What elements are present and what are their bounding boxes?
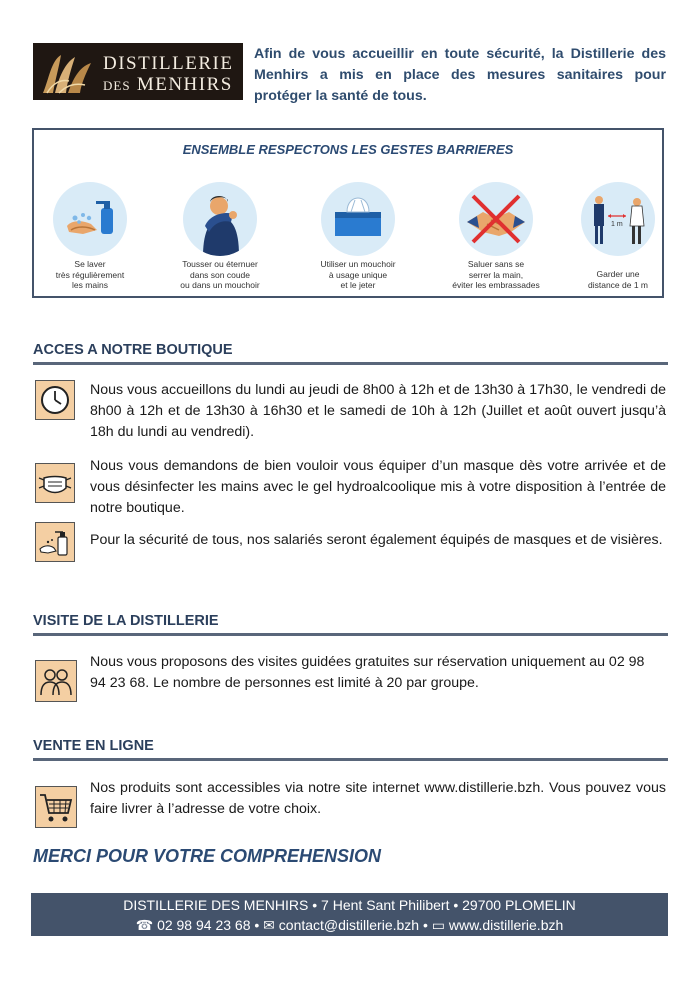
gesture-caption: Tousser ou éternuer dans son coude ou da… <box>160 259 280 291</box>
gesture-tissue: Utiliser un mouchoir à usage unique et l… <box>298 182 418 291</box>
mask-icon <box>35 463 75 503</box>
section-rule <box>33 758 668 761</box>
caption-line: Se laver <box>74 259 106 269</box>
footer-website[interactable]: www.distillerie.bzh <box>448 917 564 933</box>
distance-label: 1 m <box>611 221 623 228</box>
phone-icon: ☎ <box>135 917 154 933</box>
footer-contact-line: ☎ 02 98 94 23 68 • ✉ contact@distillerie… <box>31 915 668 935</box>
gesture-caption: Utiliser un mouchoir à usage unique et l… <box>298 259 418 291</box>
footer-contact-bar: DISTILLERIE DES MENHIRS • 7 Hent Sant Ph… <box>31 893 668 936</box>
menhirs-logo-icon <box>43 55 91 94</box>
section-title-vente: VENTE EN LIGNE <box>33 738 154 754</box>
gesture-caption: Garder une distance de 1 m <box>558 269 678 290</box>
computer-icon: ▭ <box>431 917 445 933</box>
boutique-mask-text: Nous vous demandons de bien vouloir vous… <box>90 458 666 516</box>
logo-text-main: MENHIRS <box>136 74 233 95</box>
distance-icon: 1 m <box>581 182 655 256</box>
caption-line: éviter les embrassades <box>452 280 540 290</box>
shopping-cart-icon <box>35 786 77 828</box>
footer-address: DISTILLERIE DES MENHIRS • 7 Hent Sant Ph… <box>123 897 576 913</box>
hand-wash-icon <box>53 182 127 256</box>
intro-text: Afin de vous accueillir en toute sécurit… <box>254 46 666 104</box>
mail-icon: ✉ <box>263 917 275 933</box>
section-title-visite: VISITE DE LA DISTILLERIE <box>33 613 219 629</box>
footer-separator: • <box>250 917 264 933</box>
section-title-boutique: ACCES A NOTRE BOUTIQUE <box>33 342 233 358</box>
distillerie-logo: DISTILLERIE DES MENHIRS <box>33 43 243 100</box>
logo-text-line2: DES MENHIRS <box>103 74 233 96</box>
caption-line: distance de 1 m <box>587 279 648 290</box>
vente-text: Nos produits sont accessibles via notre … <box>90 780 666 817</box>
logo-text-prefix: DES <box>103 78 131 93</box>
caption-line: dans son coude <box>189 269 251 280</box>
thanks-message: MERCI POUR VOTRE COMPREHENSION <box>33 846 382 866</box>
boutique-hours-text: Nous vous accueillons du lundi au jeudi … <box>90 382 666 440</box>
group-people-icon <box>35 660 77 702</box>
sanitizer-icon <box>35 522 75 562</box>
gesture-cough-elbow: Tousser ou éternuer dans son coude ou da… <box>160 182 280 291</box>
barrier-gestures-panel: ENSEMBLE RESPECTONS LES GESTES BARRIERES… <box>32 128 664 298</box>
gesture-no-handshake: Saluer sans se serrer la main, éviter le… <box>436 182 556 291</box>
caption-line: et le jeter <box>340 280 376 290</box>
caption-line: à usage unique <box>328 269 388 280</box>
gesture-hand-wash: Se laver très régulièrement les mains <box>30 182 150 291</box>
visite-text: Nous vous proposons des visites guidées … <box>90 654 645 691</box>
caption-line: serrer la main, <box>468 269 524 280</box>
gesture-caption: Se laver très régulièrement les mains <box>30 259 150 291</box>
caption-line: ou dans un mouchoir <box>180 280 260 290</box>
barrier-gestures-title: ENSEMBLE RESPECTONS LES GESTES BARRIERES <box>182 142 514 157</box>
clock-icon <box>35 380 75 420</box>
gesture-caption: Saluer sans se serrer la main, éviter le… <box>436 259 556 291</box>
boutique-staff-text: Pour la sécurité de tous, nos salariés s… <box>90 532 663 548</box>
footer-email[interactable]: contact@distillerie.bzh <box>278 917 420 933</box>
no-handshake-icon <box>459 182 533 256</box>
tissue-box-icon <box>321 182 395 256</box>
section-rule <box>33 633 668 636</box>
caption-line: Garder une <box>596 269 640 279</box>
caption-line: Saluer sans se <box>467 259 525 269</box>
footer-phone: 02 98 94 23 68 <box>157 917 251 933</box>
caption-line: les mains <box>72 280 108 290</box>
logo-text-line1: DISTILLERIE <box>103 53 234 74</box>
gesture-distance: 1 m Garder une distance de 1 m <box>558 182 678 290</box>
caption-line: très régulièrement <box>55 269 125 280</box>
footer-separator: • <box>419 917 432 933</box>
caption-line: Tousser ou éternuer <box>182 259 258 269</box>
caption-line: Utiliser un mouchoir <box>320 259 396 269</box>
cough-elbow-icon <box>183 182 257 256</box>
section-rule <box>33 362 668 365</box>
